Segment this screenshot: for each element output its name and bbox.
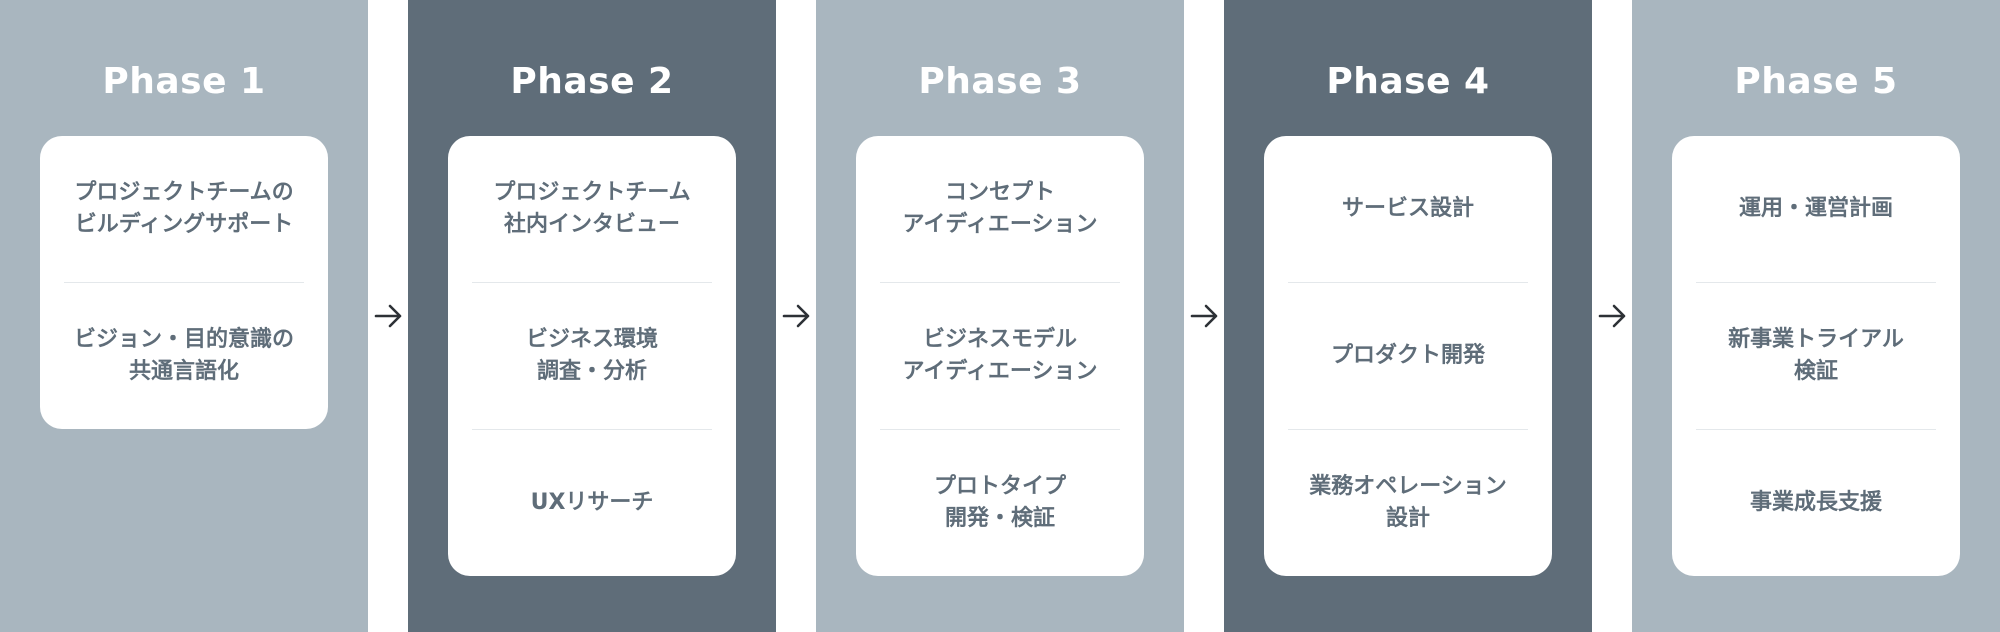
phase-item: 事業成長支援: [1696, 429, 1936, 576]
phase-item: プロトタイプ 開発・検証: [880, 429, 1120, 576]
phase-item: 運用・運営計画: [1738, 196, 1893, 221]
phase-column-1: Phase 1 プロジェクトチームの ビルディングサポート ビジョン・目的意識の…: [0, 0, 368, 632]
phase-title: Phase 2: [510, 61, 674, 102]
arrow-right-icon: [1598, 304, 1626, 328]
phase-title: Phase 5: [1734, 61, 1898, 102]
phase-card: サービス設計 プロダクト開発 業務オペレーション 設計: [1264, 136, 1552, 576]
phase-item: サービス設計: [1341, 196, 1474, 221]
phase-item: 新事業トライアル 検証: [1696, 282, 1936, 429]
phase-item: コンセプト アイディエーション: [902, 180, 1098, 237]
phase-card: プロジェクトチームの ビルディングサポート ビジョン・目的意識の 共通言語化: [40, 136, 328, 429]
phase-item: ビジョン・目的意識の 共通言語化: [64, 282, 304, 429]
arrow-right-icon: [782, 304, 810, 328]
phase-card: コンセプト アイディエーション ビジネスモデル アイディエーション プロトタイプ…: [856, 136, 1144, 576]
arrow-right-icon: [1190, 304, 1218, 328]
arrow-right-icon: [374, 304, 402, 328]
phase-item: UXリサーチ: [472, 429, 712, 576]
phase-column-4: Phase 4 サービス設計 プロダクト開発 業務オペレーション 設計: [1224, 0, 1592, 632]
phase-card: プロジェクトチーム 社内インタビュー ビジネス環境 調査・分析 UXリサーチ: [448, 136, 736, 576]
phase-title: Phase 3: [918, 61, 1082, 102]
phase-card: 運用・運営計画 新事業トライアル 検証 事業成長支援: [1672, 136, 1960, 576]
phase-item: ビジネス環境 調査・分析: [472, 282, 712, 429]
phase-column-3: Phase 3 コンセプト アイディエーション ビジネスモデル アイディエーショ…: [816, 0, 1184, 632]
phase-item: プロジェクトチームの ビルディングサポート: [74, 180, 294, 237]
phase-column-2: Phase 2 プロジェクトチーム 社内インタビュー ビジネス環境 調査・分析 …: [408, 0, 776, 632]
phase-item: プロダクト開発: [1288, 282, 1528, 429]
phase-item: ビジネスモデル アイディエーション: [880, 282, 1120, 429]
phase-item: プロジェクトチーム 社内インタビュー: [493, 180, 691, 237]
phase-title: Phase 4: [1326, 61, 1490, 102]
phase-column-5: Phase 5 運用・運営計画 新事業トライアル 検証 事業成長支援: [1632, 0, 2000, 632]
phase-title: Phase 1: [102, 61, 266, 102]
phase-item: 業務オペレーション 設計: [1288, 429, 1528, 576]
